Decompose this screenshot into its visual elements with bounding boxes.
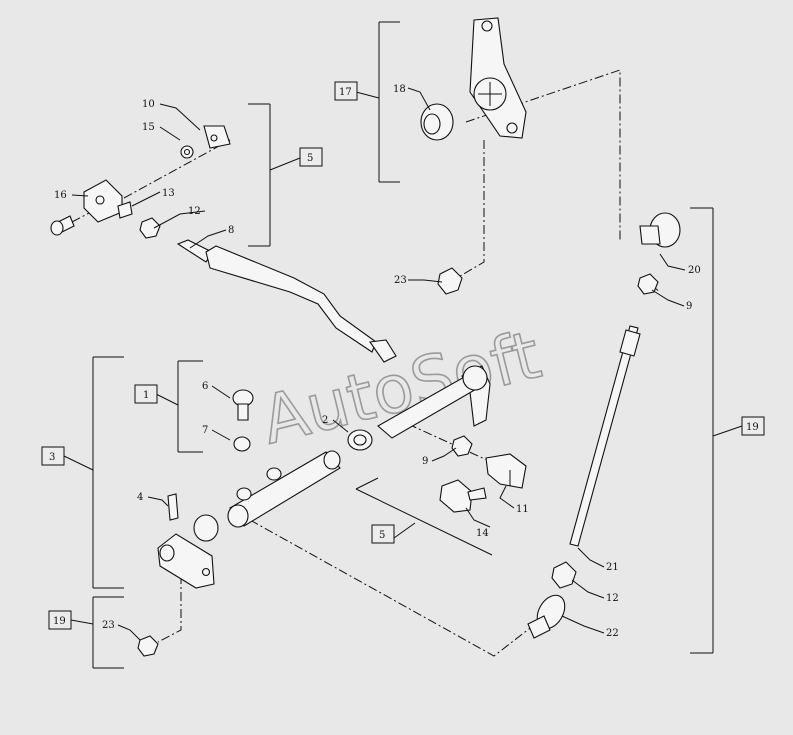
callout-4: 4 bbox=[137, 492, 143, 503]
callout-6: 6 bbox=[202, 381, 208, 392]
callout-7: 7 bbox=[202, 425, 208, 436]
axis-line-nut-23-lower bbox=[157, 558, 182, 643]
callout-20: 20 bbox=[688, 265, 701, 276]
nut-part-12-lower bbox=[551, 561, 577, 589]
callout-8: 8 bbox=[228, 225, 234, 236]
nut-part-23-lower bbox=[137, 635, 159, 657]
callout-21: 21 bbox=[606, 562, 619, 573]
nut-part-9-upper bbox=[637, 273, 659, 295]
tube-shaft-part bbox=[227, 450, 341, 528]
bracket-group-3 bbox=[63, 356, 124, 589]
watermark-text: AutoSoft bbox=[254, 316, 548, 459]
callout-11: 11 bbox=[516, 504, 529, 515]
callout-5-bottom: 5 bbox=[379, 530, 385, 541]
callout-17: 17 bbox=[339, 87, 352, 98]
callout-13: 13 bbox=[162, 188, 175, 199]
washer-part-15 bbox=[180, 145, 194, 159]
bushing-part-2 bbox=[347, 429, 373, 451]
washer-plate-part-10 bbox=[203, 125, 231, 149]
bolt-part-16 bbox=[50, 215, 75, 236]
callout-22: 22 bbox=[606, 628, 619, 639]
callout-18: 18 bbox=[393, 84, 406, 95]
nut-part-9-lower bbox=[451, 435, 473, 457]
washer-part-7 bbox=[233, 436, 251, 452]
callout-2: 2 bbox=[322, 415, 328, 426]
callout-15: 15 bbox=[142, 122, 155, 133]
bracket-group-1 bbox=[155, 360, 203, 453]
callout-14: 14 bbox=[476, 528, 489, 539]
bracket-group-19-right bbox=[690, 207, 743, 654]
callout-9-lower: 9 bbox=[422, 456, 428, 467]
callout-10: 10 bbox=[142, 99, 155, 110]
callout-box-5-top bbox=[299, 147, 323, 167]
callout-box-19-right bbox=[741, 416, 765, 436]
callout-box-17 bbox=[334, 81, 358, 101]
linkage-rod-part-8 bbox=[176, 239, 397, 363]
nut-part-shaft bbox=[236, 467, 282, 501]
bracket-group-17 bbox=[355, 21, 400, 183]
bracket-group-5-bottom bbox=[355, 477, 493, 556]
nut-part-12-upper bbox=[139, 217, 161, 239]
callout-1: 1 bbox=[143, 390, 149, 401]
clevis-pin-part-14 bbox=[439, 479, 487, 513]
callout-19-right: 19 bbox=[746, 422, 759, 433]
callout-12-lower: 12 bbox=[606, 593, 619, 604]
bushing-part-18 bbox=[420, 103, 454, 141]
bolt-part-6 bbox=[232, 389, 254, 421]
nut-part-23-upper bbox=[437, 267, 463, 295]
axis-line-nut-23 bbox=[449, 140, 485, 283]
bracket-group-19-bottom bbox=[70, 596, 124, 669]
callout-23-lower: 23 bbox=[102, 620, 115, 631]
ball-joint-part-20 bbox=[639, 212, 681, 248]
callout-box-5-bottom bbox=[371, 524, 395, 544]
fork-clevis-part bbox=[83, 179, 133, 223]
callout-box-19-bottom bbox=[48, 610, 72, 630]
callout-9-upper: 9 bbox=[686, 301, 692, 312]
ball-joint-part-22 bbox=[527, 594, 566, 639]
callout-19-bottom: 19 bbox=[53, 616, 66, 627]
callout-12-upper: 12 bbox=[188, 206, 201, 217]
pin-part-4 bbox=[167, 493, 179, 521]
callout-23-upper: 23 bbox=[394, 275, 407, 286]
callout-box-1 bbox=[134, 384, 158, 404]
axis-line-lower-link bbox=[249, 519, 535, 657]
bracket-group-5-top bbox=[248, 103, 301, 247]
bellcrank-arm-part bbox=[469, 17, 527, 139]
threaded-rod-part-21 bbox=[569, 325, 641, 547]
callout-box-3 bbox=[41, 446, 65, 466]
clevis-part-11 bbox=[485, 453, 527, 489]
lever-part bbox=[377, 365, 491, 439]
callout-3: 3 bbox=[49, 452, 55, 463]
callout-5-top: 5 bbox=[307, 153, 313, 164]
callout-16: 16 bbox=[54, 190, 67, 201]
leader-lines bbox=[71, 87, 686, 641]
base-bracket-part bbox=[157, 533, 215, 589]
bushing-part-lower bbox=[193, 514, 219, 542]
